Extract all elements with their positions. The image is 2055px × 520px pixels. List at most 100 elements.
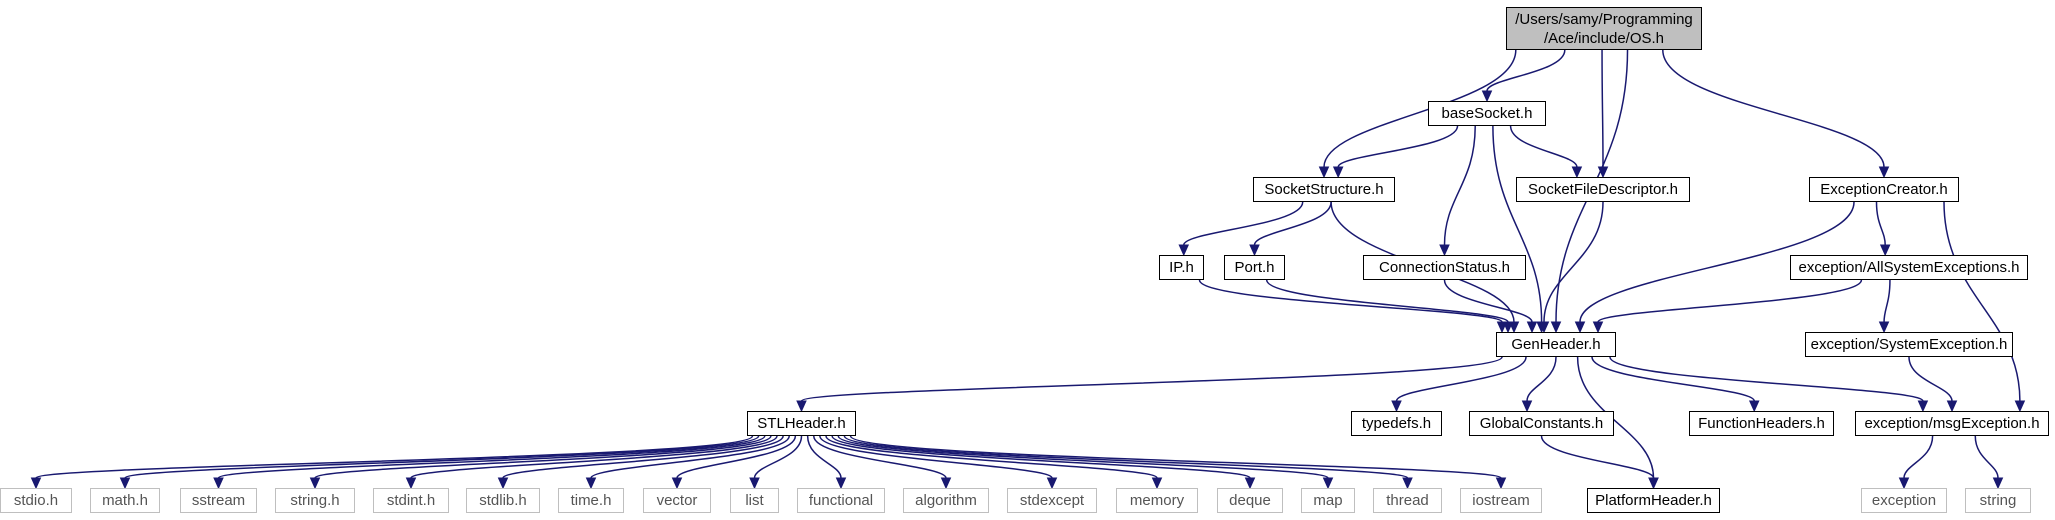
arrowhead-stlheader-to-stdexcept	[1046, 477, 1058, 490]
edge-ip-to-genheader	[1198, 279, 1503, 323]
lib-stdexcept[interactable]: stdexcept	[1007, 488, 1097, 513]
arrowhead-stlheader-to-memory	[1151, 477, 1163, 490]
edge-port-to-genheader	[1265, 279, 1509, 323]
edge-stlheader-to-algorithm	[813, 435, 947, 479]
lib-deque[interactable]: deque	[1217, 488, 1283, 513]
edge-stlheader-to-functional	[806, 435, 842, 479]
node-socketstructure-h[interactable]: SocketStructure.h	[1253, 177, 1395, 202]
edge-exceptioncreator-to-allsystemexceptions	[1875, 201, 1886, 246]
node-os-h-line1: /Users/samy/Programming	[1515, 10, 1693, 28]
arrowhead-stlheader-to-vector	[671, 477, 683, 490]
lib-thread[interactable]: thread	[1373, 488, 1442, 513]
edge-os-to-socketstructure	[1323, 49, 1517, 168]
edge-globalconstants-to-platformheader	[1540, 435, 1655, 479]
lib-stdint-h[interactable]: stdint.h	[373, 488, 449, 513]
node-os-h[interactable]: /Users/samy/Programming /Ace/include/OS.…	[1506, 7, 1702, 50]
arrowhead-stlheader-to-string-h	[309, 477, 321, 490]
edge-stlheader-to-thread	[843, 435, 1409, 479]
arrowhead-stlheader-to-iostream	[1495, 477, 1507, 490]
lib-math-h[interactable]: math.h	[90, 488, 160, 513]
edge-stlheader-to-math-h	[124, 435, 760, 479]
arrowhead-genheader-to-globalconstants	[1521, 400, 1533, 413]
arrowhead-msgexception-to-exception	[1898, 477, 1910, 490]
lib-algorithm[interactable]: algorithm	[903, 488, 989, 513]
arrowhead-port-to-genheader	[1502, 321, 1514, 334]
arrowhead-stlheader-to-math-h	[119, 477, 131, 490]
edge-basesocket-to-genheader	[1492, 125, 1543, 323]
node-globalconstants-h[interactable]: GlobalConstants.h	[1469, 411, 1614, 436]
node-stlheader-h[interactable]: STLHeader.h	[747, 411, 856, 436]
arrowhead-stlheader-to-deque	[1244, 477, 1256, 490]
node-systemexception-h[interactable]: exception/SystemException.h	[1805, 332, 2013, 357]
edge-stlheader-to-memory	[825, 435, 1158, 479]
node-port-h[interactable]: Port.h	[1224, 255, 1285, 280]
lib-stdlib-h[interactable]: stdlib.h	[466, 488, 540, 513]
edge-stlheader-to-string-h	[314, 435, 772, 479]
arrowhead-genheader-to-msgexception	[1917, 400, 1929, 413]
arrowhead-systemexception-to-msgexception	[1946, 400, 1958, 413]
node-ip-h[interactable]: IP.h	[1159, 255, 1204, 280]
node-basesocket-h[interactable]: baseSocket.h	[1428, 101, 1546, 126]
arrowhead-os-to-genheader	[1550, 321, 1562, 334]
node-platformheader-h[interactable]: PlatformHeader.h	[1587, 488, 1720, 513]
arrowhead-msgexception-to-string	[1992, 477, 2004, 490]
node-socketfiledescriptor-h[interactable]: SocketFileDescriptor.h	[1516, 177, 1690, 202]
arrowhead-allsystemexceptions-to-systemexception	[1878, 321, 1890, 334]
edge-allsystemexceptions-to-systemexception	[1883, 279, 1891, 323]
lib-map[interactable]: map	[1301, 488, 1355, 513]
arrowhead-stlheader-to-stdlib-h	[497, 477, 509, 490]
edge-os-to-basesocket	[1486, 49, 1566, 92]
edge-os-to-socketfiledescriptor	[1601, 49, 1604, 168]
edge-exceptioncreator-to-genheader	[1579, 201, 1855, 323]
node-genheader-h[interactable]: GenHeader.h	[1496, 332, 1616, 357]
arrowhead-connectionstatus-to-genheader	[1526, 321, 1538, 334]
arrowhead-exceptioncreator-to-genheader	[1574, 321, 1586, 334]
lib-memory[interactable]: memory	[1116, 488, 1198, 513]
node-allsystemexceptions-h[interactable]: exception/AllSystemExceptions.h	[1790, 255, 2028, 280]
arrowhead-stlheader-to-time-h	[585, 477, 597, 490]
lib-sstream[interactable]: sstream	[180, 488, 257, 513]
arrowhead-stlheader-to-sstream	[213, 477, 224, 490]
edge-socketstructure-to-ip	[1183, 201, 1304, 246]
edge-genheader-to-msgexception	[1609, 356, 1924, 402]
lib-string[interactable]: string	[1965, 488, 2031, 513]
edge-stlheader-to-stdio-h	[35, 435, 754, 479]
node-exceptioncreator-h[interactable]: ExceptionCreator.h	[1809, 177, 1959, 202]
lib-exception[interactable]: exception	[1861, 488, 1947, 513]
arrowhead-basesocket-to-socketstructure	[1332, 166, 1344, 179]
edge-systemexception-to-msgexception	[1908, 356, 1953, 402]
arrowhead-allsystemexceptions-to-genheader	[1592, 321, 1604, 334]
lib-string-h[interactable]: string.h	[275, 488, 355, 513]
lib-vector[interactable]: vector	[643, 488, 711, 513]
edge-socketstructure-to-port	[1253, 201, 1332, 246]
edge-stlheader-to-stdexcept	[819, 435, 1053, 479]
arrowhead-socketfiledescriptor-to-genheader	[1538, 321, 1550, 334]
arrowhead-os-to-basesocket	[1481, 90, 1493, 103]
lib-functional[interactable]: functional	[797, 488, 885, 513]
edge-stlheader-to-sstream	[217, 435, 766, 479]
lib-stdio-h[interactable]: stdio.h	[0, 488, 72, 513]
edge-socketfiledescriptor-to-genheader	[1543, 201, 1604, 323]
edge-genheader-to-platformheader	[1576, 356, 1655, 479]
node-msgexception-h[interactable]: exception/msgException.h	[1855, 411, 2049, 436]
lib-list[interactable]: list	[730, 488, 779, 513]
edge-os-to-exceptioncreator	[1662, 49, 1885, 168]
arrowhead-exceptioncreator-to-msgexception	[2014, 400, 2026, 413]
edge-stlheader-to-stdint-h	[410, 435, 778, 479]
edge-stlheader-to-deque	[831, 435, 1251, 479]
lib-iostream[interactable]: iostream	[1460, 488, 1542, 513]
lib-time-h[interactable]: time.h	[558, 488, 624, 513]
edge-basesocket-to-socketfiledescriptor	[1509, 125, 1578, 168]
edge-stlheader-to-iostream	[849, 435, 1502, 479]
arrowhead-socketstructure-to-ip	[1178, 244, 1190, 257]
arrowhead-os-to-socketstructure	[1318, 166, 1330, 179]
node-functionheaders-h[interactable]: FunctionHeaders.h	[1689, 411, 1834, 436]
node-connectionstatus-h[interactable]: ConnectionStatus.h	[1363, 255, 1526, 280]
arrowhead-stlheader-to-list	[749, 477, 760, 490]
node-typedefs-h[interactable]: typedefs.h	[1351, 411, 1442, 436]
edge-msgexception-to-string	[1974, 435, 1999, 479]
arrowhead-stlheader-to-stdio-h	[30, 477, 42, 490]
edge-genheader-to-typedefs	[1395, 356, 1527, 402]
arrowhead-socketstructure-to-port	[1249, 244, 1260, 257]
